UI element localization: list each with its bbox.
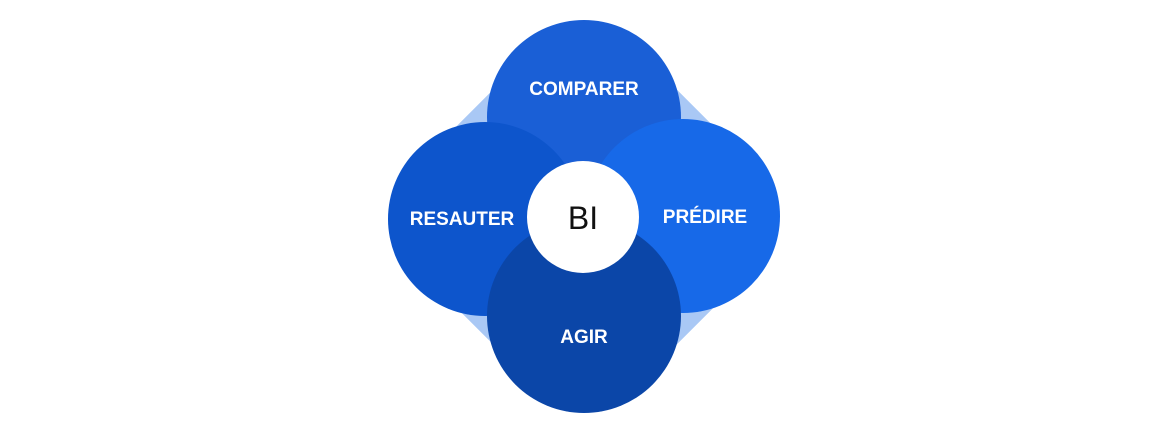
center-circle bbox=[527, 161, 639, 273]
label-predire: PRÉDIRE bbox=[663, 206, 747, 228]
label-resauter: RESAUTER bbox=[410, 209, 515, 230]
label-comparer: COMPARER bbox=[529, 79, 639, 100]
petal-bottom bbox=[487, 219, 681, 413]
center-label-bi: BI bbox=[568, 200, 598, 236]
label-agir: AGIR bbox=[560, 327, 608, 348]
